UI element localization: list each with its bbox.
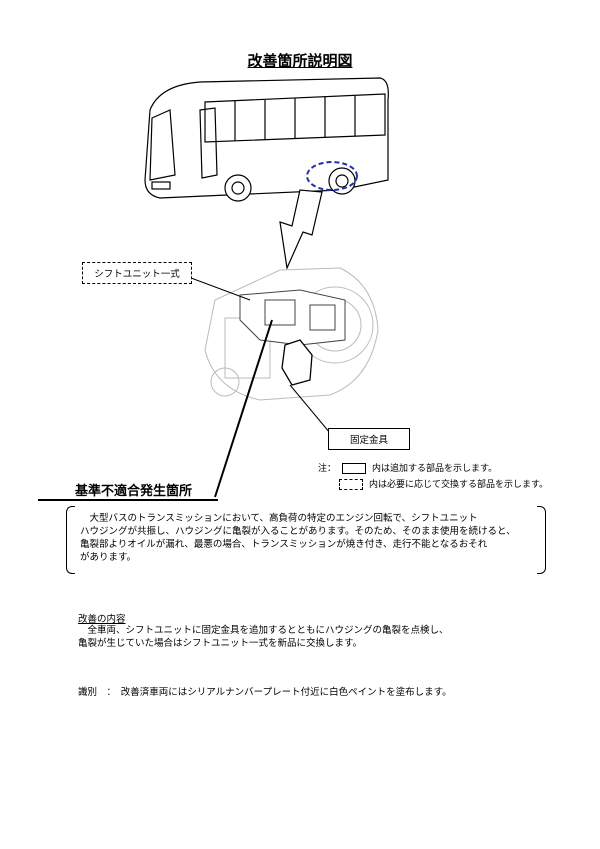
legend-dashed-text: 内は必要に応じて交換する部品を示します。 (369, 480, 549, 490)
description-line: ハウジングが共振し、ハウジングに亀裂が入ることがあります。そのため、そのまま使用… (80, 526, 516, 537)
description: 大型バスのトランスミッションにおいて、高負荷の特定のエンジン回転で、シフトユニッ… (80, 512, 535, 564)
improvement-line: 全車両、シフトユニットに固定金具を追加するとともにハウジングの亀裂を点検し、 (78, 625, 449, 636)
legend-solid-text: 内は追加する部品を示します。 (372, 464, 498, 474)
identification: 識別 ： 改善済車両にはシリアルナンバープレート付近に白色ペイントを塗布します。 (78, 687, 452, 698)
leader-line (214, 319, 273, 498)
defect-underline (38, 499, 218, 501)
improvement-line: 亀裂が生じていた場合はシフトユニット一式を新品に交換します。 (78, 638, 363, 649)
arrow-pointer (279, 189, 323, 271)
leader-line (289, 384, 331, 434)
bus-drawing (144, 77, 389, 202)
solid-box-icon (342, 463, 367, 474)
description-line: 大型バスのトランスミッションにおいて、高負荷の特定のエンジン回転で、シフトユニッ… (80, 513, 478, 524)
legend-dashed: 内は必要に応じて交換する部品を示します。 (333, 477, 548, 490)
bracket-label: 固定金具 (328, 428, 410, 450)
page-title: 改善箇所説明図 (247, 52, 353, 70)
shift-unit-drawing (239, 289, 346, 346)
legend-solid: 注： 内は追加する部品を示します。 (318, 461, 497, 474)
illustration (144, 77, 389, 498)
defect-highlight (306, 161, 358, 191)
improvement-heading: 改善の内容 (78, 614, 126, 625)
defect-location-heading: 基準不適合発生箇所 (75, 484, 193, 499)
description-line: があります。 (80, 552, 137, 563)
bracket-right (537, 506, 546, 574)
description-line: 亀裂部よりオイルが漏れ、最悪の場合、トランスミッションが焼き付き、走行不能となる… (80, 539, 488, 550)
dashed-box-icon (339, 479, 363, 490)
improvement-body: 全車両、シフトユニットに固定金具を追加するとともにハウジングの亀裂を点検し、 亀… (78, 624, 449, 650)
bracket-drawing (281, 339, 313, 386)
bracket-left (66, 506, 75, 574)
shift-unit-label: シフトユニット一式 (82, 262, 192, 284)
legend-prefix: 注： (318, 464, 337, 474)
